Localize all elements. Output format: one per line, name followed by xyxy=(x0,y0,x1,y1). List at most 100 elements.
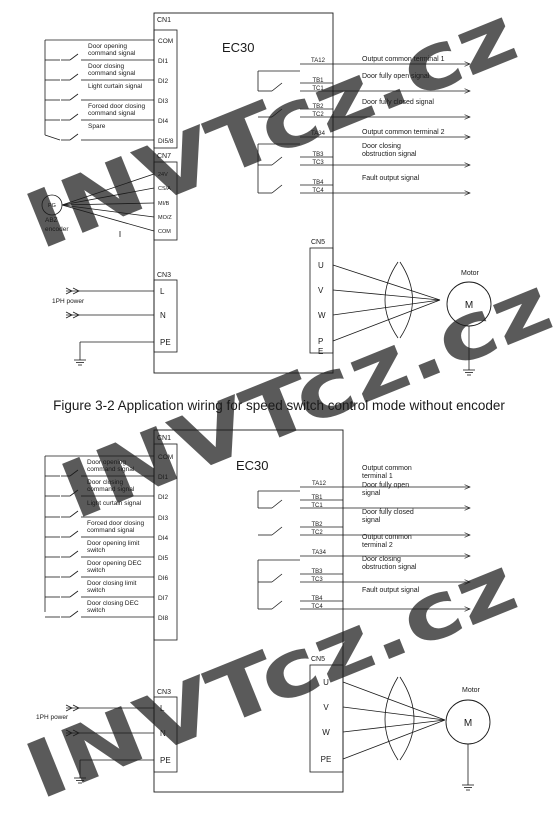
input-description: switch xyxy=(87,607,105,614)
input-terminal-label: DI3 xyxy=(158,98,169,105)
output-description: Output common xyxy=(362,465,412,472)
output-terminal-label: TB2 xyxy=(312,104,324,110)
figure-caption: Figure 3-2 Application wiring for speed … xyxy=(53,398,505,413)
power-terminal-label: PE xyxy=(160,338,171,347)
input-description: Forced door closing xyxy=(87,520,144,527)
input-terminal-label: DI4 xyxy=(158,118,169,125)
input-description: Door opening xyxy=(87,459,126,466)
motor-wire xyxy=(332,264,441,301)
cn7-block xyxy=(153,161,178,241)
connector-cn3-label: CN3 xyxy=(157,272,171,279)
motor-label: Motor xyxy=(461,270,480,277)
output-description: Output common xyxy=(362,534,412,541)
input-switch xyxy=(69,53,79,61)
motor-terminal-label: U xyxy=(323,678,329,687)
motor-label: Motor xyxy=(462,687,481,694)
motor-terminal-label: U xyxy=(318,261,324,270)
output-description: Door closing xyxy=(362,143,401,150)
encoder-icon xyxy=(41,194,63,216)
motor-terminal-label: P xyxy=(318,337,323,346)
output-terminal-label: TB4 xyxy=(311,596,323,602)
input-terminal-label: DI1 xyxy=(158,58,169,65)
output-terminal-label: TC1 xyxy=(312,86,324,92)
input-terminal-label: DI2 xyxy=(158,494,169,501)
cn3-block xyxy=(153,279,178,353)
input-description: command signal xyxy=(88,50,136,57)
motor-terminal-label: E xyxy=(318,347,323,356)
motor-wire xyxy=(332,299,441,316)
input-switch xyxy=(69,530,79,538)
input-description: Door opening DEC xyxy=(87,560,142,567)
connector-cn5-label: CN5 xyxy=(311,656,325,663)
power-terminal-label: N xyxy=(160,729,166,738)
cn5-block xyxy=(309,247,334,354)
motor-terminal-label: PE xyxy=(321,755,332,764)
cn1-block xyxy=(153,443,178,641)
input-terminal-label: DI3 xyxy=(158,515,169,522)
input-switch xyxy=(69,113,79,121)
encoder-wire xyxy=(61,173,155,206)
model-label: EC30 xyxy=(236,458,269,473)
output-terminal-label: TA34 xyxy=(311,131,326,137)
output-description: obstruction signal xyxy=(362,564,417,571)
input-terminal-label: DI5/8 xyxy=(158,138,174,145)
cn1-block xyxy=(153,29,178,149)
output-terminal-label: TB4 xyxy=(312,180,324,186)
input-description: Spare xyxy=(88,123,106,130)
output-description: terminal 1 xyxy=(362,473,393,480)
motor-symbol: M xyxy=(465,300,473,311)
relay-contact xyxy=(271,82,283,92)
encoder-terminal-label: 24V xyxy=(158,172,168,178)
output-terminal-label: TB3 xyxy=(311,569,323,575)
motor-wire xyxy=(332,289,441,301)
power-terminal-label: PE xyxy=(160,756,171,765)
relay-contact xyxy=(271,108,283,118)
power-arrow xyxy=(72,311,80,319)
input-switch xyxy=(69,93,79,101)
input-description: Forced door closing xyxy=(88,103,145,110)
motor-wire xyxy=(342,719,446,733)
relay-contact xyxy=(271,156,283,166)
input-description: switch xyxy=(87,547,105,554)
power-arrow xyxy=(72,287,80,295)
connector-cn1-label: CN1 xyxy=(157,17,171,24)
motor-bundle xyxy=(399,261,413,339)
power-arrow xyxy=(65,704,73,712)
output-description: Output common terminal 2 xyxy=(362,129,445,136)
input-description: switch xyxy=(87,567,105,574)
input-description: command signal xyxy=(87,466,135,473)
input-description: Door opening xyxy=(88,43,127,50)
motor-bundle xyxy=(384,261,399,339)
input-switch xyxy=(69,489,79,497)
input-terminal-label: DI1 xyxy=(158,474,169,481)
motor-symbol: M xyxy=(464,718,472,729)
output-terminal-label: TC1 xyxy=(311,503,323,509)
motor-bundle xyxy=(384,676,399,761)
encoder-wire xyxy=(61,204,155,218)
input-description: command signal xyxy=(87,486,135,493)
input-terminal-label: COM xyxy=(158,38,173,45)
input-wire xyxy=(44,134,61,141)
encoder-wire xyxy=(61,187,155,206)
encoder-pg-label: PG xyxy=(48,203,56,209)
motor-terminal-label: V xyxy=(318,286,324,295)
output-terminal-label: TB1 xyxy=(312,78,324,84)
relay-contact xyxy=(271,600,283,610)
cn3-block xyxy=(153,696,178,773)
input-switch xyxy=(69,133,79,141)
motor-terminal-label: W xyxy=(318,311,326,320)
encoder-terminal-label: COM xyxy=(158,229,171,235)
power-arrow xyxy=(65,287,73,295)
output-description: terminal 2 xyxy=(362,542,393,549)
motor-wire xyxy=(342,719,446,760)
input-terminal-label: DI6 xyxy=(158,575,169,582)
input-switch xyxy=(69,550,79,558)
output-terminal-label: TB1 xyxy=(311,495,323,501)
input-description: Door closing limit xyxy=(87,580,137,587)
model-label: EC30 xyxy=(222,40,255,55)
input-terminal-label: DI5 xyxy=(158,555,169,562)
output-terminal-label: TC2 xyxy=(312,112,324,118)
